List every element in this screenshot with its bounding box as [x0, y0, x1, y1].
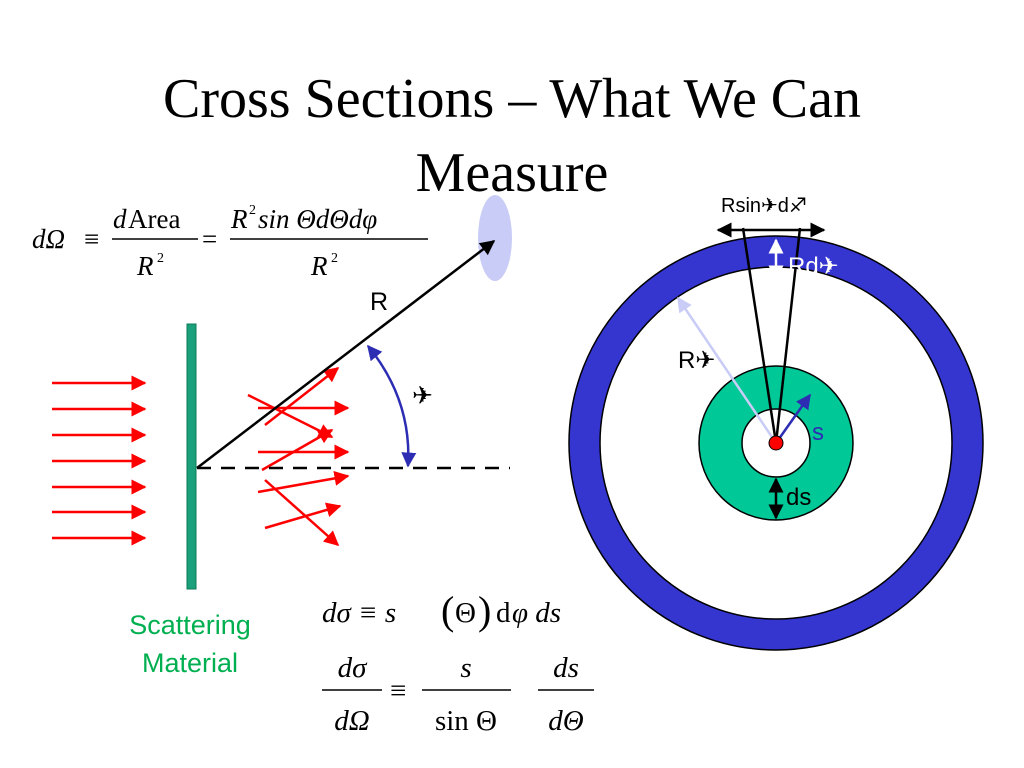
eq-domega-lhs: dΩ: [32, 224, 65, 254]
d-sigma-equation: dσ ≡ s ( Θ ) d φ ds: [322, 588, 561, 633]
eq-ratio-frac1-num: dσ: [338, 652, 369, 684]
slide-title-line1: Cross Sections – What We Can: [162, 68, 862, 130]
rd-label: Rd✈: [788, 253, 839, 280]
eq-frac2-num-exp: 2: [249, 203, 256, 218]
eq-ratio-equiv: ≡: [390, 675, 406, 707]
theta-symbol: ✈: [412, 382, 433, 410]
scattered-arrow: [264, 367, 340, 426]
center-point: [768, 435, 784, 451]
rsin-label: Rsin✈d♐: [721, 195, 807, 217]
slide-title-line2: Measure: [415, 142, 609, 204]
scattered-arrow: [264, 479, 340, 546]
eq-frac2-den: R: [310, 251, 328, 281]
caption-line2: Material: [141, 648, 239, 678]
scattered-arrow: [261, 428, 334, 472]
eq-ratio-frac2-num: s: [460, 652, 471, 684]
scattered-arrow: [264, 502, 342, 530]
r-theta-label: R✈: [678, 347, 715, 374]
detector-ellipse: [478, 195, 512, 281]
s-vector: [774, 393, 812, 444]
scattered-beam: [247, 367, 350, 546]
eq-frac1-num-word: Area: [128, 204, 180, 234]
eq-frac1-den: R: [136, 251, 154, 281]
solid-angle-equation: dΩ ≡ d Area R 2 = R 2 sin ΘdΘdφ R 2: [32, 203, 428, 281]
scattered-arrow: [257, 470, 350, 494]
eq-ratio-frac2-den: sin Θ: [435, 705, 497, 737]
slide-title: Cross Sections – What We Can Measure: [0, 62, 1024, 210]
eq-dsigma-d: d: [496, 597, 511, 629]
caption-line1: Scattering: [129, 610, 251, 640]
ds-label: ds: [786, 484, 811, 511]
eq-dsigma-theta: Θ: [455, 597, 476, 629]
eq-frac2-num-r: R: [230, 204, 248, 234]
radial-line-left: [741, 227, 778, 444]
r-vector-arrow: [196, 240, 496, 469]
eq-dsigma-rest: φ ds: [512, 597, 561, 629]
r-label: R: [370, 288, 388, 316]
eq-frac1-den-exp: 2: [157, 251, 164, 266]
eq-ratio-frac1-den: dΩ: [334, 705, 369, 737]
eq-frac1-num-d: d: [113, 204, 127, 234]
s-label: s: [812, 419, 824, 446]
radial-line-right: [774, 227, 802, 444]
eq-dsigma-lhs: dσ ≡ s: [322, 597, 396, 629]
eq-dsigma-paren-close: ): [478, 588, 491, 633]
eq-frac2-den-exp: 2: [331, 251, 338, 266]
scattered-arrow: [247, 393, 334, 439]
theta-angle-arc: [367, 344, 417, 468]
eq-frac2-num-rest: sin ΘdΘdφ: [258, 204, 377, 234]
eq-ratio-frac3-num: ds: [553, 652, 579, 684]
eq-equals: =: [202, 224, 217, 254]
scattering-target-bar: [186, 323, 197, 590]
eq-dsigma-paren-open: (: [441, 588, 454, 633]
r-theta-vector: [676, 296, 778, 444]
ring-diagram: [568, 222, 984, 651]
incoming-beam: [52, 375, 147, 546]
eq-ratio-frac3-den: dΘ: [548, 705, 584, 737]
ratio-equation: dσ dΩ ≡ s sin Θ ds dΘ: [322, 652, 594, 737]
eq-equiv-1: ≡: [84, 224, 99, 254]
scattering-material-caption: Scattering Material: [100, 606, 280, 682]
